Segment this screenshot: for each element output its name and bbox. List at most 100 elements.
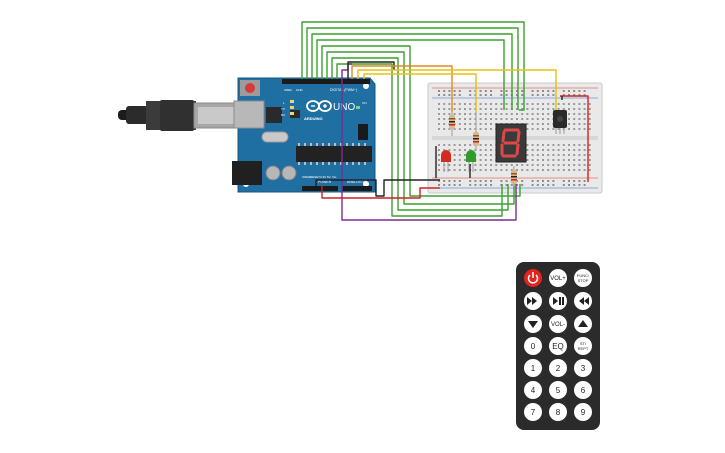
remote-button-label: 3 <box>581 364 586 373</box>
wire-black[interactable] <box>315 179 440 197</box>
wire-green[interactable] <box>306 27 519 110</box>
remote-button-6[interactable]: 6 <box>574 381 592 399</box>
remote-button-7[interactable]: 7 <box>524 403 542 421</box>
remote-button-fast-forward-icon[interactable] <box>574 292 592 310</box>
green-led[interactable] <box>466 150 476 172</box>
remote-button-rewind-icon[interactable] <box>524 292 542 310</box>
remote-button-label: 8 <box>556 408 561 417</box>
wires <box>301 21 589 221</box>
fast-forward-icon <box>579 297 589 305</box>
atmega-chip <box>296 146 372 162</box>
l-label: L <box>283 101 285 105</box>
usb-chip <box>266 107 282 123</box>
remote-button-label: 2 <box>556 364 561 373</box>
remote-button-label: 7 <box>531 408 536 417</box>
ir-receiver[interactable] <box>553 110 567 134</box>
remote-button-9[interactable]: 9 <box>574 403 592 421</box>
remote-button-label: ST/ <box>580 341 587 346</box>
vin-label: Vin <box>332 175 337 179</box>
resistor[interactable] <box>449 112 455 136</box>
remote-button-label: 6 <box>581 386 586 395</box>
remote-button-down-icon[interactable] <box>524 315 542 333</box>
reset-button[interactable] <box>240 80 260 96</box>
wire-green[interactable] <box>311 33 513 110</box>
remote-button-3[interactable]: 3 <box>574 359 592 377</box>
remote-button-vol-[interactable]: VOL+ <box>549 269 567 287</box>
remote-button-st-rept[interactable]: ST/REPT <box>574 337 592 355</box>
gnd-label: GND <box>296 88 304 92</box>
wire-red[interactable] <box>560 95 589 182</box>
decimal-point <box>520 156 524 160</box>
crystal-oscillator <box>261 131 289 143</box>
remote-button-8[interactable]: 8 <box>549 403 567 421</box>
tx-label: TX <box>281 107 285 111</box>
remote-button-label: FUNC/ <box>577 273 590 278</box>
remote-button-eq[interactable]: EQ <box>549 337 567 355</box>
arduino-logo <box>306 100 332 112</box>
rewind-icon <box>527 297 537 305</box>
wire-green[interactable] <box>301 21 525 111</box>
power-label: POWER <box>318 180 332 184</box>
remote-button-label: VOL- <box>551 322 565 328</box>
v5-label: 5V <box>327 175 331 179</box>
wire-green[interactable] <box>321 45 521 197</box>
remote-button-play-pause-icon[interactable] <box>549 292 567 310</box>
remote-button-up-icon[interactable] <box>574 315 592 333</box>
wire-orange[interactable] <box>351 65 453 112</box>
analog-pin-header[interactable] <box>342 186 372 191</box>
wire-green[interactable] <box>316 39 505 110</box>
icsp-header <box>358 124 368 140</box>
remote-button-label: 9 <box>581 408 586 417</box>
remote-button-label: VOL+ <box>550 276 566 282</box>
v33-label: 3.3V <box>320 175 326 179</box>
red-led[interactable] <box>441 150 451 172</box>
remote-button-2[interactable]: 2 <box>549 359 567 377</box>
remote-button-0[interactable]: 0 <box>524 337 542 355</box>
wire-green[interactable] <box>331 57 509 211</box>
reset-label: RESET <box>310 175 320 179</box>
wire-red[interactable] <box>321 186 440 199</box>
wire-yellow[interactable] <box>357 69 557 110</box>
board-brand-label: ARDUINO <box>304 116 323 121</box>
wire-green[interactable] <box>336 63 503 217</box>
resistor[interactable] <box>473 112 479 150</box>
rx-led <box>290 112 294 115</box>
tx-led <box>290 106 294 109</box>
digital-pin-header[interactable] <box>282 79 370 84</box>
remote-button-vol-[interactable]: VOL- <box>549 315 567 333</box>
remote-button-4[interactable]: 4 <box>524 381 542 399</box>
ioref-label: IOREF <box>302 175 311 179</box>
capacitor <box>281 165 297 181</box>
down-icon <box>528 321 538 328</box>
remote-button-power-icon[interactable] <box>524 269 542 287</box>
remote-buttons: VOL+ FUNC/STOP VOL- 0 EQ ST/REPT 1 2 3 4 5 6 7 8 9 <box>524 269 592 421</box>
analog-label: ANALOG IN <box>347 180 367 184</box>
remote-button-label: REPT <box>578 346 589 351</box>
remote-button-label: 4 <box>531 386 536 395</box>
seven-segment-display[interactable] <box>495 123 527 163</box>
l-led <box>290 100 294 103</box>
remote-button-func-stop[interactable]: FUNC/STOP <box>574 269 592 287</box>
ir-remote[interactable]: VOL+ FUNC/STOP VOL- 0 EQ ST/REPT 1 2 3 4 5 6 7 8 9 <box>516 262 600 430</box>
resistor[interactable] <box>511 166 517 186</box>
remote-button-1[interactable]: 1 <box>524 359 542 377</box>
remote-button-label: 5 <box>556 386 561 395</box>
on-label: ON <box>362 101 367 105</box>
remote-button-5[interactable]: 5 <box>549 381 567 399</box>
play-pause-icon <box>553 297 564 305</box>
capacitor <box>265 165 281 181</box>
mounting-hole <box>363 83 369 89</box>
up-icon <box>578 320 588 327</box>
arduino-uno-board[interactable]: UNO ARDUINO DIGITAL (PWM~) POWER ANALOG … <box>232 77 376 193</box>
on-led <box>356 106 360 109</box>
digital-label: DIGITAL (PWM~) <box>330 88 357 92</box>
wire-green[interactable] <box>326 51 515 205</box>
power-pin-header[interactable] <box>302 186 338 191</box>
remote-button-label: 1 <box>531 364 536 373</box>
usb-cable[interactable] <box>118 100 239 131</box>
digit-segments <box>500 128 521 158</box>
rx-label: RX <box>281 113 285 117</box>
wire-yellow[interactable] <box>363 73 477 112</box>
regulator-chip <box>290 110 300 118</box>
board-model-label: UNO <box>333 102 355 113</box>
